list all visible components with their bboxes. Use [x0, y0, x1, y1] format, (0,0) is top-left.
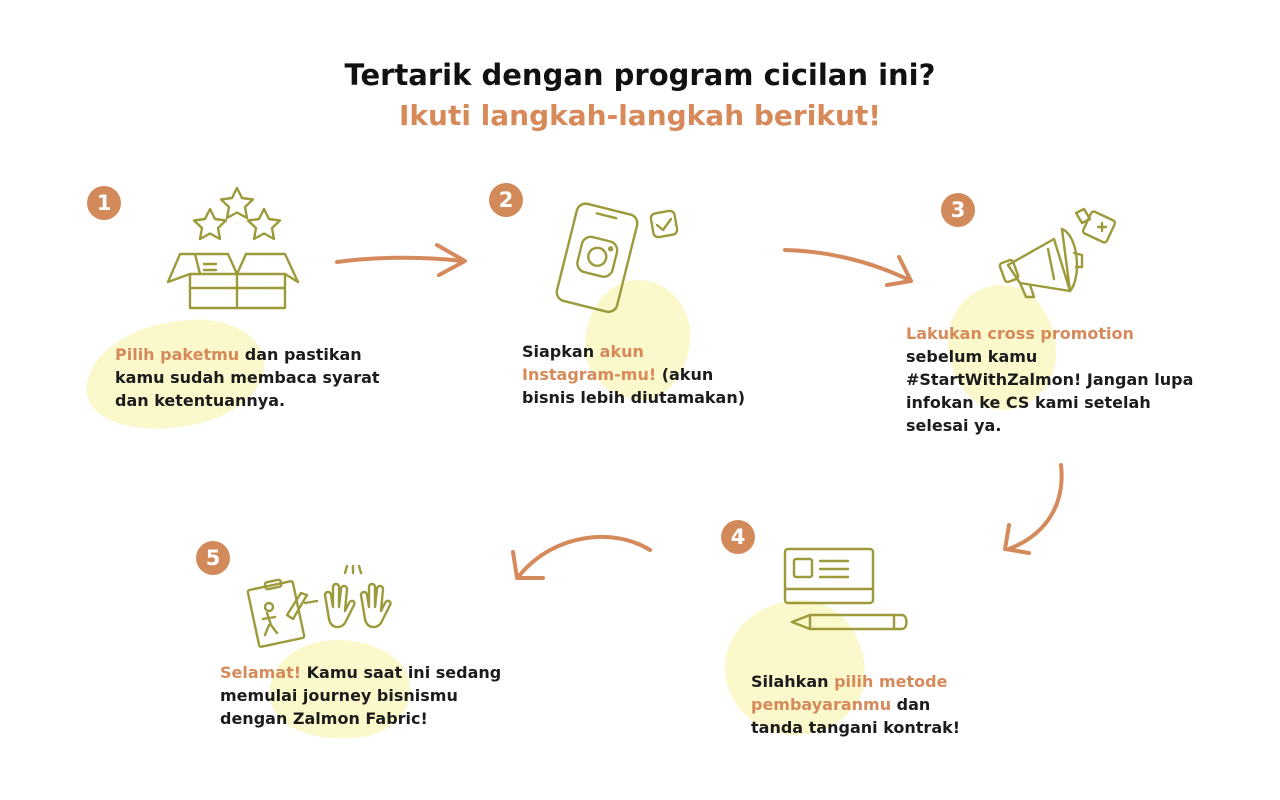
page-subtitle: Ikuti langkah-langkah berikut!	[398, 99, 882, 132]
step-4-description: Silahkan pilih metode pembayaranmu dan t…	[751, 670, 961, 739]
card-pen-icon	[783, 547, 908, 631]
step-1-text: dan pastikan kamu sudah membaca syarat d…	[115, 345, 380, 410]
step-3-description: Lakukan cross promotion sebelum kamu #St…	[906, 322, 1211, 437]
step-5-number: 5	[196, 541, 230, 575]
step-4-pre: Silahkan	[751, 672, 835, 691]
step-5-highlight: Selamat!	[220, 663, 302, 682]
arrow-step-1-to-2	[335, 243, 467, 277]
step-4-text: dan tanda tangani kontrak!	[751, 695, 961, 737]
step-2-highlight: akun Instagram-mu!	[522, 342, 657, 384]
arrow-step-3-to-4	[1003, 463, 1064, 555]
step-1-description: Pilih paketmu dan pastikan kamu sudah me…	[115, 343, 385, 412]
contract-hands-icon	[246, 564, 392, 648]
arrow-step-2-to-3	[783, 248, 913, 287]
step-2-number: 2	[489, 183, 523, 217]
step-2-text: (akun bisnis lebih diutamakan)	[522, 365, 746, 407]
step-1-number: 1	[87, 186, 121, 220]
blob-step-3	[948, 285, 1056, 410]
step-4-number: 4	[721, 520, 755, 554]
box-stars-icon	[166, 186, 300, 310]
step-3-highlight: Lakukan cross promotion	[906, 324, 1134, 343]
page-title: Tertarik dengan program cicilan ini?	[344, 58, 936, 92]
step-5-text: Kamu saat ini sedang memulai journey bis…	[220, 663, 502, 728]
arrow-step-4-to-5	[511, 534, 652, 580]
megaphone-icon	[998, 207, 1117, 299]
blob-step-2	[585, 280, 690, 400]
phone-instagram-icon	[555, 202, 679, 314]
step-5-description: Selamat! Kamu saat ini sedang memulai jo…	[220, 661, 505, 730]
blob-step-5	[270, 640, 410, 738]
step-1-highlight: Pilih paketmu	[115, 345, 240, 364]
step-3-text: sebelum kamu #StartWithZalmon! Jangan lu…	[906, 347, 1194, 435]
step-3-number: 3	[941, 193, 975, 227]
step-2-pre: Siapkan	[522, 342, 600, 361]
step-2-description: Siapkan akun Instagram-mu! (akun bisnis …	[522, 340, 747, 409]
step-4-highlight: pilih metode pembayaranmu	[751, 672, 948, 714]
